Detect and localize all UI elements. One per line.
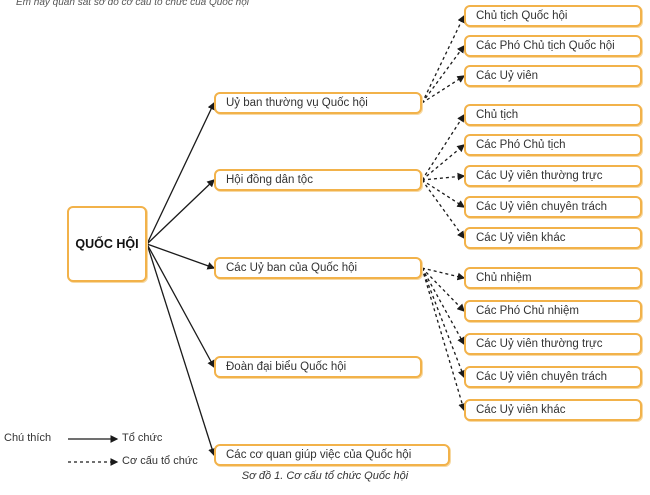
child-box: Các Uỷ viên thường trực <box>464 333 642 355</box>
solid-connector <box>146 243 215 369</box>
dashed-connector <box>421 267 465 312</box>
child-label: Các Uỷ viên chuyên trách <box>476 201 608 213</box>
child-box: Chủ nhiệm <box>464 267 642 289</box>
dashed-connector <box>421 267 465 346</box>
dashed-connector <box>421 179 465 240</box>
child-label: Chủ tịch <box>476 109 519 121</box>
child-box: Các Uỷ viên khác <box>464 399 642 421</box>
solid-connector <box>146 179 215 245</box>
child-box: Các Uỷ viên <box>464 65 642 87</box>
child-label: Các Uỷ viên thường trực <box>476 170 603 182</box>
figure-caption: Sơ đồ 1. Cơ cấu tổ chức Quốc hội <box>241 470 409 482</box>
dashed-connector <box>421 44 465 104</box>
solid-connector <box>146 101 215 245</box>
child-label: Chủ tịch Quốc hội <box>476 10 568 22</box>
child-box: Các Uỷ viên chuyên trách <box>464 196 642 218</box>
child-label: Các Phó Chủ tịch Quốc hội <box>476 40 615 52</box>
legend-title: Chú thích <box>4 432 52 444</box>
child-label: Các Uỷ viên khác <box>476 404 566 416</box>
dashed-connector <box>421 75 466 104</box>
child-label: Chủ nhiệm <box>476 272 532 284</box>
child-label: Các Phó Chủ tịch <box>476 139 566 151</box>
dashed-connector <box>421 179 466 208</box>
child-box: Các Uỷ viên chuyên trách <box>464 366 642 388</box>
child-label: Các Uỷ viên khác <box>476 232 566 244</box>
root-box: QUỐC HỘI <box>67 206 147 282</box>
dashed-connector <box>421 267 466 412</box>
branch-label: Các cơ quan giúp việc của Quốc hội <box>226 449 412 461</box>
dashed-connector <box>421 172 466 181</box>
child-box: Các Phó Chủ tịch Quốc hội <box>464 35 642 57</box>
child-box: Các Phó Chủ nhiệm <box>464 300 642 322</box>
dashed-connector <box>421 14 465 104</box>
child-label: Các Uỷ viên <box>476 70 538 82</box>
dashed-connector <box>421 113 465 181</box>
header-fragment: Em hãy quan sát sơ đồ cơ cấu tổ chức của… <box>16 0 249 8</box>
branch-label: Hội đồng dân tộc <box>226 174 313 186</box>
branch-label: Đoàn đại biểu Quốc hội <box>226 361 347 373</box>
root-label: QUỐC HỘI <box>75 237 139 251</box>
child-box: Chủ tịch <box>464 104 642 126</box>
child-box: Chủ tịch Quốc hội <box>464 5 642 27</box>
branch-box-support-agencies: Các cơ quan giúp việc của Quốc hội <box>214 444 450 466</box>
legend-dashed-label: Cơ cấu tổ chức <box>122 455 198 467</box>
branch-box-standing-committee: Uỷ ban thường vụ Quốc hội <box>214 92 422 114</box>
dashed-connector <box>421 267 466 379</box>
child-label: Các Uỷ viên chuyên trách <box>476 371 608 383</box>
child-box: Các Uỷ viên khác <box>464 227 642 249</box>
legend-solid-label: Tổ chức <box>122 432 163 444</box>
solid-connector <box>146 243 216 270</box>
child-label: Các Phó Chủ nhiệm <box>476 305 579 317</box>
dashed-connector <box>421 267 466 281</box>
branch-label: Uỷ ban thường vụ Quốc hội <box>226 97 368 109</box>
dashed-connector <box>421 144 465 181</box>
branch-box-ethnic-council: Hội đồng dân tộc <box>214 169 422 191</box>
child-box: Các Phó Chủ tịch <box>464 134 642 156</box>
solid-connector <box>146 243 216 457</box>
branch-box-delegations: Đoàn đại biểu Quốc hội <box>214 356 422 378</box>
branch-label: Các Uỷ ban của Quốc hội <box>226 262 358 274</box>
branch-box-committees: Các Uỷ ban của Quốc hội <box>214 257 422 279</box>
child-label: Các Uỷ viên thường trực <box>476 338 603 350</box>
child-box: Các Uỷ viên thường trực <box>464 165 642 187</box>
